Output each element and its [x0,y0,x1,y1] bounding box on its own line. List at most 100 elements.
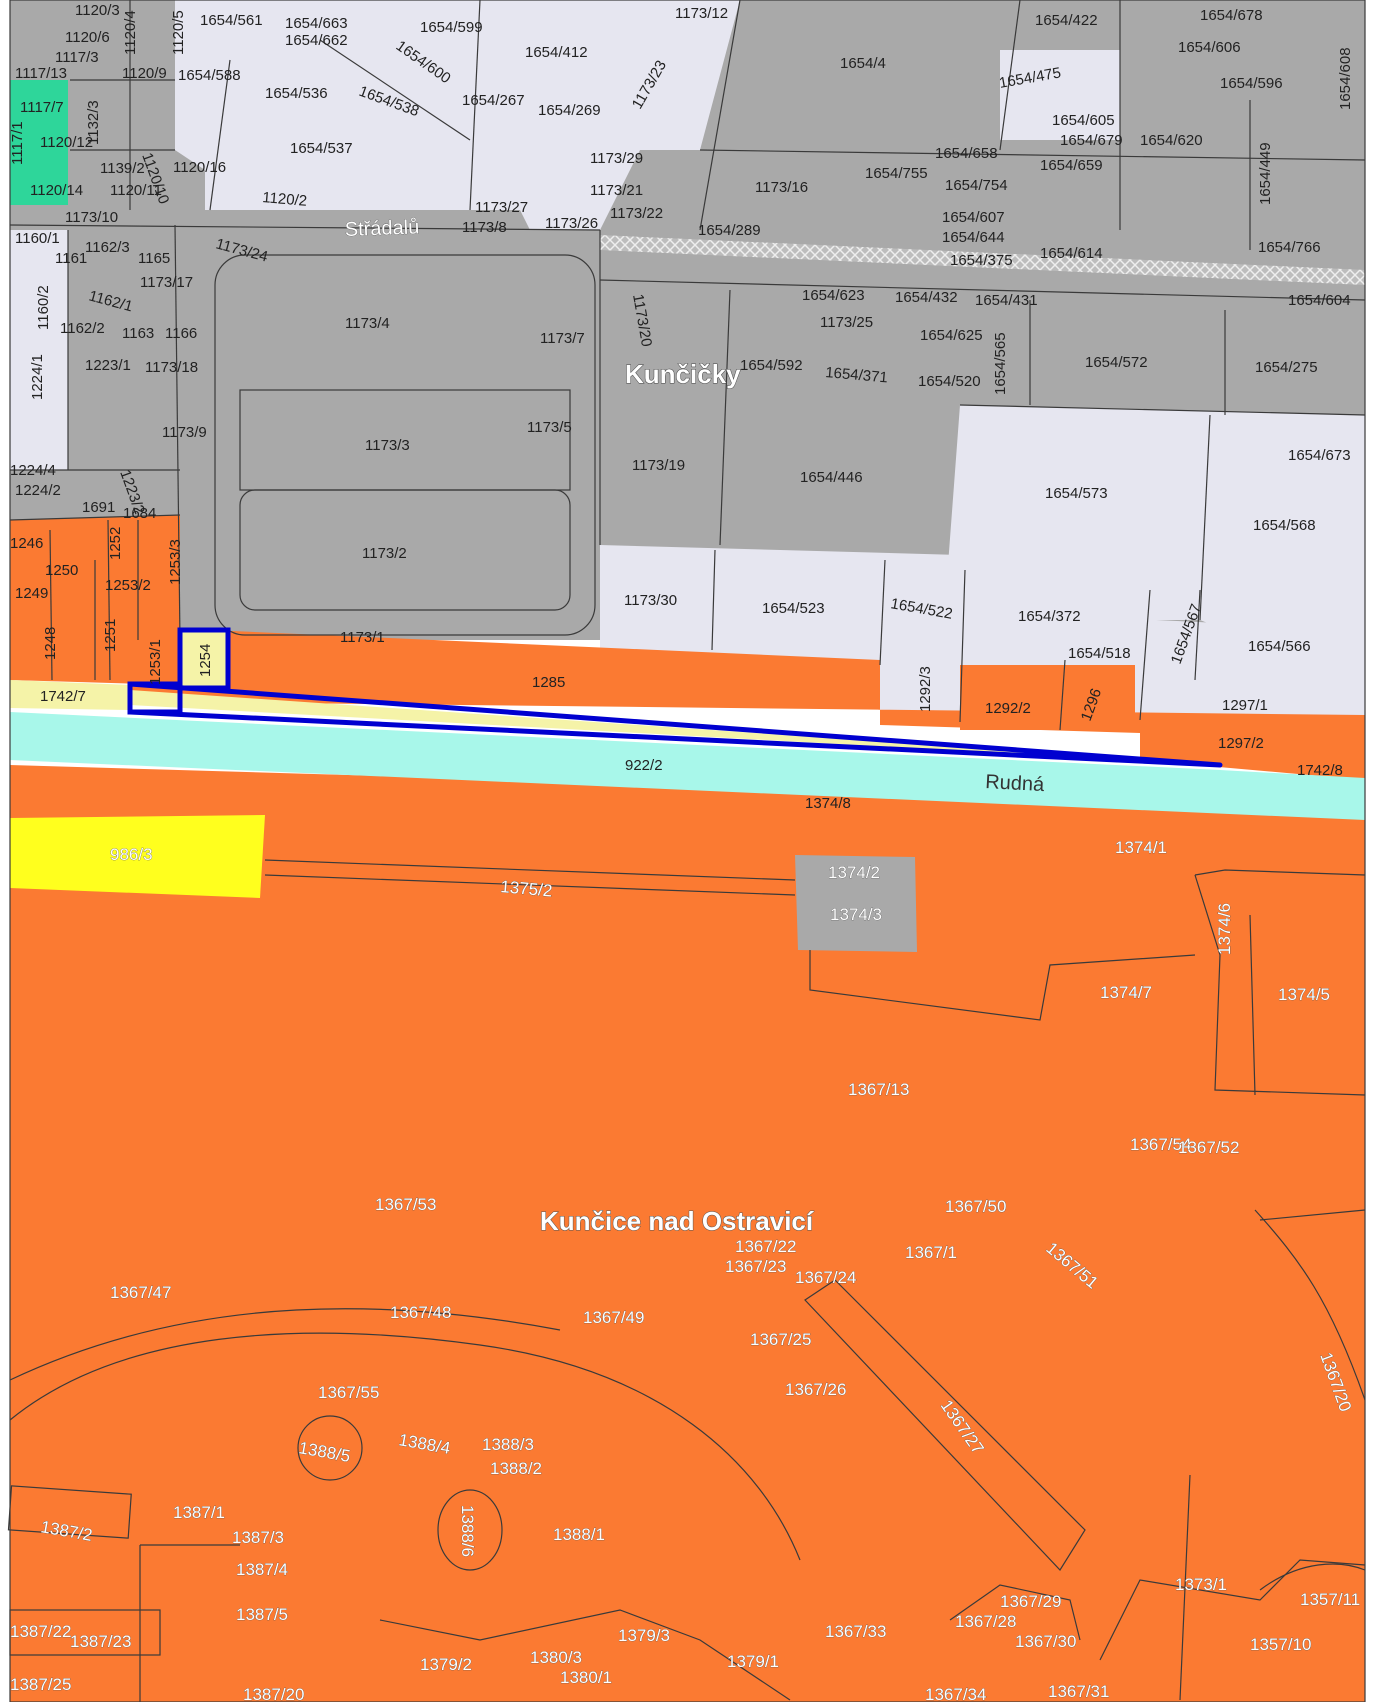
parcel-label-1162-3: 1162/3 [85,239,130,256]
parcel-label-1654-371: 1654/371 [825,364,889,386]
parcel-label-1253-1: 1253/1 [147,639,164,685]
parcel-label-1387-3: 1387/3 [232,1528,284,1547]
parcel-label-1367-25: 1367/25 [750,1330,811,1349]
parcel-label-1654-673: 1654/673 [1288,447,1351,464]
parcel-label-1379-1: 1379/1 [727,1652,779,1671]
orange-1292-2 [960,665,1135,730]
parcel-label-1367-29: 1367/29 [1000,1592,1061,1611]
parcel-label-1117-3: 1117/3 [55,49,99,66]
parcel-label-1654-412: 1654/412 [525,44,588,61]
parcel-label-1367-34: 1367/34 [925,1685,986,1702]
parcel-label-1654-565: 1654/565 [992,332,1009,395]
parcel-label-1120-11: 1120/11 [110,182,162,199]
parcel-label-1742-7: 1742/7 [40,688,86,705]
parcel-label-1654-644: 1654/644 [942,229,1005,246]
place-kuncice: Kunčice nad Ostravicí [540,1206,814,1236]
parcel-label-1654-4: 1654/4 [840,55,886,72]
parcel-label-1654-446: 1654/446 [800,469,863,486]
parcel-label-1654-606: 1654/606 [1178,39,1241,56]
parcel-label-1173-8: 1173/8 [462,219,507,236]
parcel-label-1654-269: 1654/269 [538,102,601,119]
parcel-label-1374-8: 1374/8 [805,795,851,812]
parcel-label-1367-24: 1367/24 [795,1268,856,1287]
parcel-label-1367-52: 1367/52 [1178,1138,1239,1157]
parcel-label-1388-6: 1388/6 [458,1505,477,1557]
parcel-label-1388-1: 1388/1 [553,1525,605,1544]
parcel-label-1654-536: 1654/536 [265,85,328,102]
parcel-label-1654-518: 1654/518 [1068,645,1131,662]
light-area-1654-4 [1000,50,1120,140]
parcel-label-1367-55: 1367/55 [318,1383,379,1402]
parcel-label-1367-50: 1367/50 [945,1197,1006,1216]
parcel-label-1654-432: 1654/432 [895,289,958,306]
parcel-label-1654-431: 1654/431 [975,292,1038,309]
parcel-label-1374-5: 1374/5 [1278,985,1330,1004]
parcel-label-1117-13: 1117/13 [15,65,67,82]
parcel-label-1654-537: 1654/537 [290,140,353,157]
parcel-label-1654-659: 1654/659 [1040,157,1103,174]
parcel-label-1654-658: 1654/658 [935,145,998,162]
parcel-label-1173-22: 1173/22 [610,205,663,222]
parcel-label-1387-5: 1387/5 [236,1605,288,1624]
parcel-label-1654-568: 1654/568 [1253,517,1316,534]
parcel-label-1297-1: 1297/1 [1222,697,1268,714]
parcel-label-1367-13: 1367/13 [848,1080,909,1099]
parcel-label-1173-3: 1173/3 [365,437,410,454]
parcel-label-1654-588: 1654/588 [178,67,241,84]
parcel-label-1379-2: 1379/2 [420,1655,472,1674]
parcel-label-1173-12: 1173/12 [675,5,728,22]
parcel-label-1654-766: 1654/766 [1258,239,1321,256]
highlighted-parcels[interactable] [127,627,1223,768]
parcel-label-1367-49: 1367/49 [583,1308,644,1327]
place-kuncicky: Kunčičky [625,359,741,389]
parcel-label-1367-30: 1367/30 [1015,1632,1076,1651]
parcel-label-1654-572: 1654/572 [1085,354,1148,371]
parcel-label-1357-10: 1357/10 [1250,1635,1311,1654]
parcel-label-1654-599: 1654/599 [420,19,483,36]
parcel-label-1374-3: 1374/3 [830,905,882,924]
parcel-label-1224-1: 1224/1 [29,354,46,400]
parcel-label-1173-25: 1173/25 [820,314,873,331]
parcel-label-1387-23: 1387/23 [70,1632,131,1651]
parcel-label-1224-4: 1224/4 [10,462,56,479]
parcel-label-1163: 1163 [122,325,154,342]
parcel-label-1253-2: 1253/2 [105,577,151,594]
parcel-label-1117-7: 1117/7 [20,99,64,116]
parcel-label-1292-3: 1292/3 [917,666,934,712]
parcel-label-1654-573: 1654/573 [1045,485,1108,502]
parcel-label-1367-53: 1367/53 [375,1195,436,1214]
parcel-label-1654-623: 1654/623 [802,287,865,304]
light-area-1654-412 [500,30,610,100]
parcel-label-1165: 1165 [138,250,170,267]
parcel-label-986-3: 986/3 [110,845,153,864]
parcel-label-1654-679: 1654/679 [1060,132,1123,149]
parcel-label-1173-2: 1173/2 [362,545,407,562]
parcel-label-1367-47: 1367/47 [110,1283,171,1302]
parcel-label-1173-7: 1173/7 [540,330,585,347]
parcel-label-1173-5: 1173/5 [527,419,572,436]
parcel-label-1120-2: 1120/2 [262,189,308,210]
highlight-1253[interactable] [127,681,183,715]
parcel-label-1654-596: 1654/596 [1220,75,1283,92]
parcel-label-1224-2: 1224/2 [15,482,61,499]
parcel-label-1297-2: 1297/2 [1218,735,1264,752]
parcel-label-1374-6: 1374/6 [1215,903,1234,955]
street-stradalu: Střádalů [344,216,419,241]
green-parcel [10,80,68,205]
parcel-label-1248: 1248 [42,627,59,660]
parcel-label-1654-289: 1654/289 [698,222,761,239]
parcel-label-1246: 1246 [10,535,43,552]
parcel-label-1654-520: 1654/520 [918,373,981,390]
parcel-label-1654-754: 1654/754 [945,177,1008,194]
parcel-label-1367-33: 1367/33 [825,1622,886,1641]
light-area-left-col [10,230,68,470]
parcel-label-1367-22: 1367/22 [735,1237,796,1256]
parcel-label-1388-3: 1388/3 [482,1435,534,1454]
parcel-label-1173-27: 1173/27 [475,199,528,216]
street-rudna: Rudná [985,771,1046,796]
parcel-label-1251: 1251 [102,619,119,652]
parcel-label-1139-2: 1139/2 [100,160,145,177]
parcel-label-1254: 1254 [197,644,214,677]
